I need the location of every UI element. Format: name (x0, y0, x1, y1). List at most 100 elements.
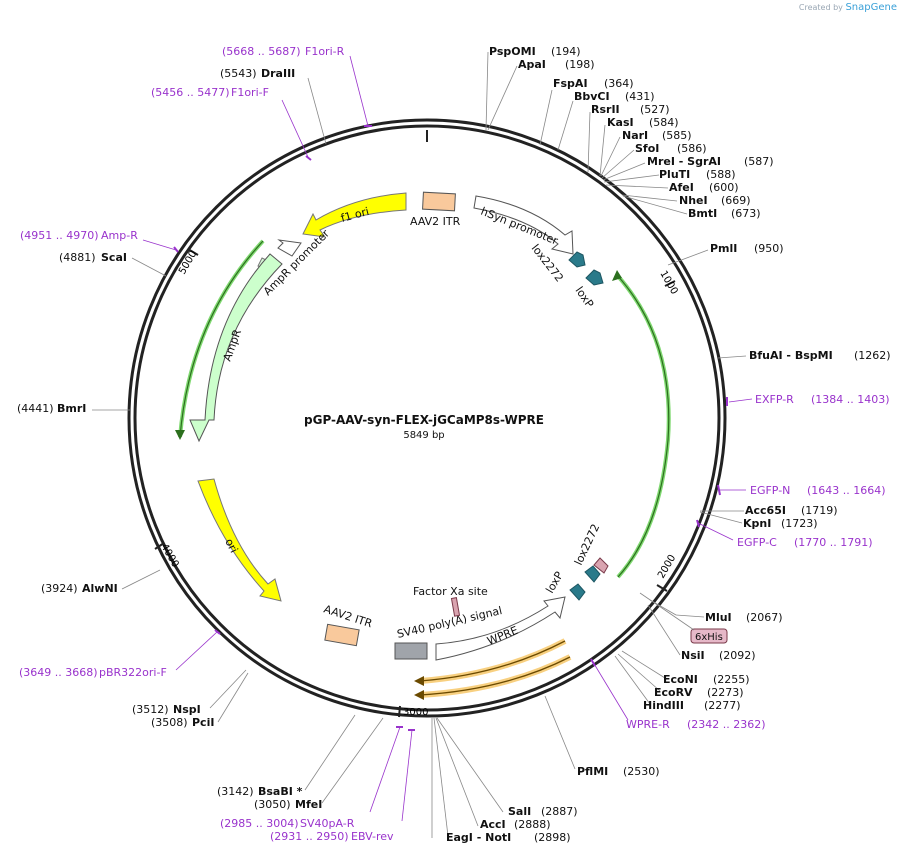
ampr-arrow (189, 253, 283, 443)
enzyme-PflMI-pos: (2530) (623, 765, 660, 778)
enzyme-EcoNI-pos: (2255) (713, 673, 750, 686)
enzyme-NarI-pos: (585) (662, 129, 692, 142)
snapgene-brand: Created by SnapGene (799, 2, 897, 13)
enzyme-AccI: AccI (480, 818, 506, 831)
factor-xa-label: Factor Xa site (413, 585, 488, 598)
aav2-itr-top (422, 191, 456, 212)
enzyme-NsiI: NsiI (681, 649, 705, 662)
primer-SV40pA-R: SV40pA-R (300, 817, 355, 830)
loxp-bottom-label: loxP (543, 569, 566, 595)
enzyme-PluTI: PluTI (659, 168, 690, 181)
primer-Amp-R: Amp-R (101, 229, 138, 242)
enzyme-NspI-pos: (3512) (132, 703, 169, 716)
primer-WPRE-R: WPRE-R (626, 718, 670, 731)
tick-label-3000: 3000 (403, 707, 428, 718)
enzyme-SfoI-pos: (586) (677, 142, 707, 155)
enzyme-PspOMI-pos: (194) (551, 45, 581, 58)
backbone-inner (133, 124, 721, 712)
primer-WPRE-R-range: (2342 .. 2362) (687, 718, 766, 731)
his-tag-label: 6xHis (695, 632, 723, 643)
primer-SV40pA-R-range: (2985 .. 3004) (220, 817, 299, 830)
primer-F1ori-R: F1ori-R (305, 45, 345, 58)
enzyme-NheI: NheI (679, 194, 708, 207)
enzyme-KasI-pos: (584) (649, 116, 679, 129)
lox2272-bottom-arrow (593, 557, 609, 574)
primer-EGFP-N: EGFP-N (750, 484, 790, 497)
wpre-arrow (435, 596, 566, 661)
enzyme-AlwNI: AlwNI (82, 582, 118, 595)
enzyme-EcoRV-pos: (2273) (707, 686, 744, 699)
primer-EXFP-R: EXFP-R (755, 393, 794, 406)
enzyme-RsrII: RsrII (591, 103, 620, 116)
primer-F1ori-F: F1ori-F (231, 86, 269, 99)
enzyme-BfuAI-BspMI-pos: (1262) (854, 349, 891, 362)
tick-1000 (664, 280, 676, 287)
enzyme-BmtI: BmtI (688, 207, 717, 220)
enzyme-HindIII: HindIII (643, 699, 684, 712)
enzyme-EagI-NotI: EagI - NotI (446, 831, 511, 844)
loxp-top-label: loxP (573, 284, 597, 310)
enzyme-KpnI-pos: (1723) (781, 517, 818, 530)
factor-xa-box (450, 597, 461, 617)
enzyme-DraIII-pos: (5543) (220, 67, 257, 80)
lox2272-top-arrow (568, 251, 586, 268)
ori-label: ori (222, 536, 240, 555)
enzyme-AlwNI-pos: (3924) (41, 582, 78, 595)
enzyme-BsaBI-pos: (3142) (217, 785, 254, 798)
enzyme-ApaI-pos: (198) (565, 58, 595, 71)
enzyme-PmlI: PmlI (710, 242, 737, 255)
gcamp-outer-arrowhead (612, 270, 622, 281)
aav2-itr-bottom (324, 623, 360, 647)
enzyme-BmtI-pos: (673) (731, 207, 761, 220)
primer-EBV-rev-range: (2931 .. 2950) (270, 830, 349, 843)
primer-Amp-R-range: (4951 .. 4970) (20, 229, 99, 242)
enzyme-FspAI: FspAI (553, 77, 588, 90)
aav2-itr-top-label: AAV2 ITR (410, 215, 461, 228)
loxp-bottom-arrow-2 (569, 583, 586, 601)
tick-4000 (154, 542, 165, 550)
enzyme-NsiI-pos: (2092) (719, 649, 756, 662)
enzyme-MreI-SgrAI-pos: (587) (744, 155, 774, 168)
enzyme-MfeI: MfeI (295, 798, 322, 811)
orange-arrow-1-core (419, 640, 566, 682)
enzyme-PciI-pos: (3508) (151, 716, 188, 729)
primer-EXFP-R-range: (1384 .. 1403) (811, 393, 890, 406)
enzyme-BbvCI: BbvCI (574, 90, 610, 103)
orange-arrow-1-head (414, 676, 424, 686)
enzyme-EcoNI: EcoNI (663, 673, 698, 686)
enzyme-FspAI-pos: (364) (604, 77, 634, 90)
enzyme-SfoI: SfoI (635, 142, 659, 155)
primer-pBR322ori-F: pBR322ori-F (99, 666, 167, 679)
enzyme-PflMI: PflMI (577, 765, 608, 778)
plasmid-size: 5849 bp (403, 430, 444, 441)
gcamp-outer-arc-core (616, 274, 670, 578)
enzyme-MluI: MluI (705, 611, 732, 624)
enzyme-EagI-NotI-pos: (2898) (534, 831, 571, 844)
enzyme-ScaI: ScaI (101, 251, 127, 264)
tick-3000 (398, 705, 401, 718)
plasmid-name: pGP-AAV-syn-FLEX-jGCaMP8s-WPRE (304, 413, 544, 427)
ampr-outer-arc-core (179, 240, 264, 438)
enzyme-RsrII-pos: (527) (640, 103, 670, 116)
primer-F1ori-R-range: (5668 .. 5687) (222, 45, 301, 58)
enzyme-NarI: NarI (622, 129, 648, 142)
primer-EGFP-C-range: (1770 .. 1791) (794, 536, 873, 549)
enzyme-SalI: SalI (508, 805, 531, 818)
enzyme-KasI: KasI (607, 116, 634, 129)
hsyn-promoter-arrow (473, 195, 574, 255)
enzyme-PciI: PciI (192, 716, 214, 729)
enzyme-Acc65I: Acc65I (745, 504, 786, 517)
orange-arrow-2-core (419, 656, 571, 696)
tick-label-1000: 1000 (657, 269, 679, 297)
tick-5000 (187, 248, 199, 256)
enzyme-MfeI-pos: (3050) (254, 798, 291, 811)
enzyme-Acc65I-pos: (1719) (801, 504, 838, 517)
enzyme-HindIII-pos: (2277) (704, 699, 741, 712)
enzyme-MreI-SgrAI: MreI - SgrAI (647, 155, 721, 168)
snapgene-logo: SnapGene (845, 2, 897, 13)
enzyme-DraIII: DraIII (261, 67, 295, 80)
ampr-outer-arrowhead (175, 430, 185, 440)
enzyme-EcoRV: EcoRV (654, 686, 693, 699)
loxp-bottom-arrow-1 (584, 565, 601, 583)
created-by-label: Created by (798, 3, 843, 12)
